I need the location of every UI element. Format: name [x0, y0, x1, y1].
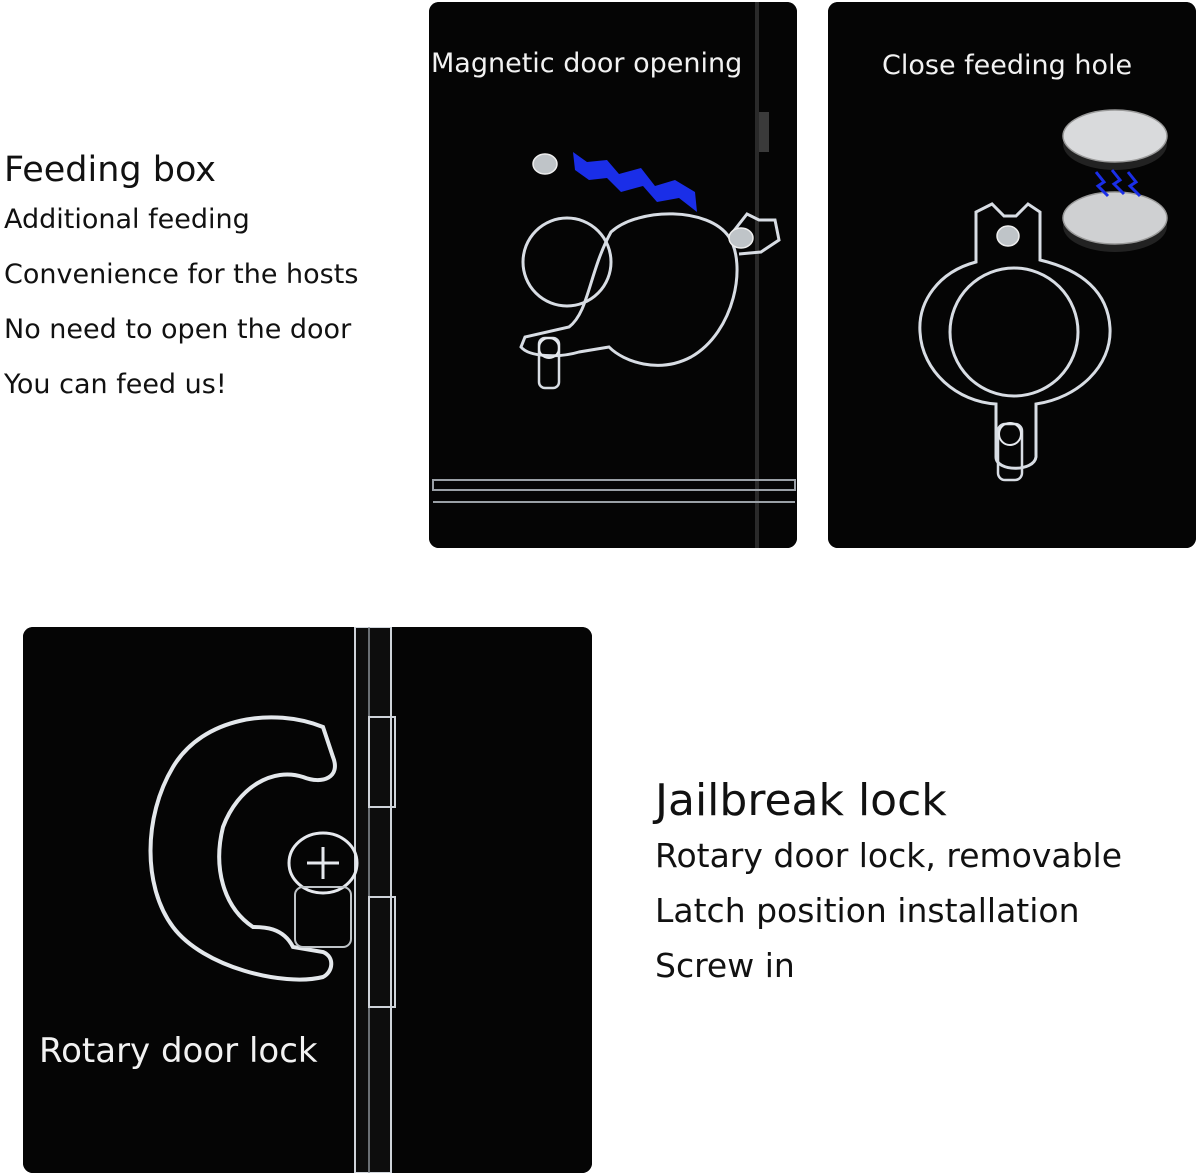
magnetic-arrow-icon — [573, 152, 697, 212]
close-feeding-hole-photo: Close feeding hole — [828, 2, 1196, 548]
magnetic-door-photo: Magnetic door opening — [429, 2, 797, 548]
feeding-line-1: Additional feeding — [4, 204, 250, 235]
feeding-box-text: Feeding box Additional feeding Convenien… — [4, 148, 358, 412]
magnetic-door-caption: Magnetic door opening — [431, 48, 743, 79]
magnet-discs-icon — [1062, 109, 1168, 252]
close-feeding-illustration — [828, 2, 1196, 548]
rotary-lock-caption: Rotary door lock — [39, 1031, 318, 1071]
feeding-line-3: No need to open the door — [4, 314, 352, 345]
jailbreak-lock-title: Jailbreak lock — [655, 775, 947, 826]
jailbreak-line-3: Screw in — [655, 946, 795, 985]
feeding-line-4: You can feed us! — [4, 369, 227, 400]
close-feeding-caption: Close feeding hole — [882, 50, 1133, 81]
jailbreak-line-1: Rotary door lock, removable — [655, 836, 1123, 875]
feeding-box-title: Feeding box — [4, 150, 217, 190]
rotary-lock-illustration — [23, 627, 592, 1173]
jailbreak-line-2: Latch position installation — [655, 891, 1080, 930]
jailbreak-lock-text: Jailbreak lock Rotary door lock, removab… — [655, 774, 1122, 993]
feeding-line-2: Convenience for the hosts — [4, 259, 359, 290]
magnetic-door-illustration — [429, 2, 797, 548]
rotary-door-lock-photo: Rotary door lock — [23, 627, 592, 1173]
